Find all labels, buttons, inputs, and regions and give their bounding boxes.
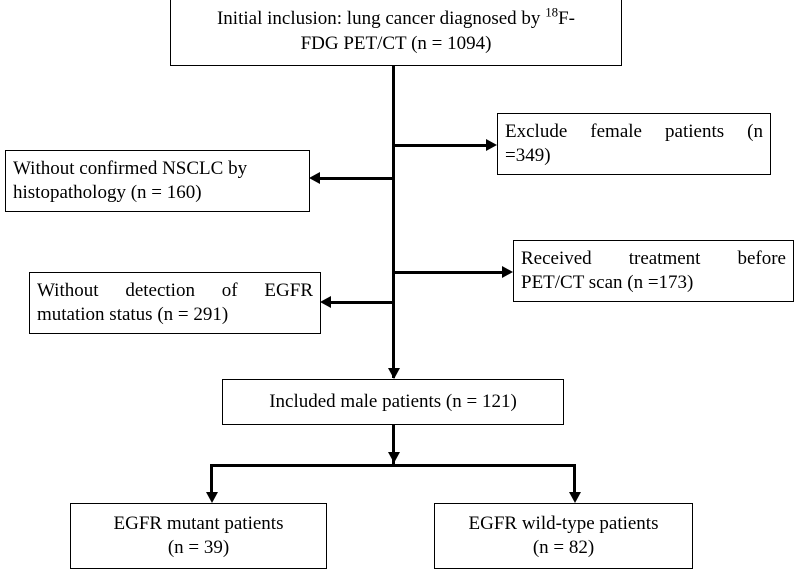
arrowhead-without-egfr-detection (320, 296, 331, 308)
arrowhead-egfr-mutant (206, 492, 218, 503)
node-included-male-line1: Included male patients (n = 121) (269, 390, 517, 412)
connector-received-treatment (392, 271, 502, 274)
trunk-vertical-main (392, 66, 395, 378)
node-received-treatment-line1: Received treatment before (521, 247, 786, 269)
node-egfr-wild-type-line1: EGFR wild-type patients (468, 512, 659, 534)
node-initial-inclusion: Initial inclusion: lung cancer diagnosed… (170, 0, 622, 66)
node-without-nsclc-line2: histopathology (n = 160) (13, 182, 202, 203)
connector-split-right-drop (573, 464, 576, 497)
node-egfr-mutant-line1: EGFR mutant patients (113, 512, 284, 534)
node-without-egfr-detection-line2: mutation status (n = 291) (37, 304, 229, 325)
connector-exclude-female (392, 144, 486, 147)
node-included-male: Included male patients (n = 121) (222, 379, 564, 425)
arrowhead-received-treatment (502, 266, 513, 278)
node-without-nsclc: Without confirmed NSCLC by histopatholog… (5, 150, 310, 212)
node-without-egfr-detection-line1: Without detection of EGFR (37, 279, 313, 301)
node-egfr-wild-type: EGFR wild-type patients (n = 82) (434, 503, 693, 569)
node-exclude-female: Exclude female patients (n =349) (497, 113, 771, 175)
node-exclude-female-line2: =349) (505, 145, 551, 166)
arrowhead-egfr-wild-type (569, 492, 581, 503)
connector-split-horizontal (210, 464, 576, 467)
arrowhead-without-nsclc (309, 172, 320, 184)
node-egfr-mutant-line2: (n = 39) (167, 537, 230, 558)
arrowhead-exclude-female (486, 139, 497, 151)
node-initial-inclusion-line1-text: Initial inclusion: lung cancer diagnosed… (216, 8, 546, 30)
node-without-nsclc-line1: Without confirmed NSCLC by (13, 157, 248, 179)
node-egfr-mutant: EGFR mutant patients (n = 39) (70, 503, 327, 569)
node-without-egfr-detection: Without detection of EGFR mutation statu… (29, 272, 321, 334)
node-exclude-female-line1: Exclude female patients (n (505, 120, 763, 142)
connector-split-left-drop (210, 464, 213, 497)
node-received-treatment: Received treatment before PET/CT scan (n… (513, 240, 794, 302)
connector-without-nsclc (320, 177, 393, 180)
node-initial-inclusion-line1: Initial inclusion: lung cancer diagnosed… (171, 4, 621, 31)
arrowhead-included-male (388, 368, 400, 379)
trunk-vertical-split (392, 425, 395, 465)
node-initial-inclusion-line2: FDG PET/CT (n = 1094) (300, 32, 492, 54)
connector-without-egfr-detection (331, 301, 393, 304)
node-initial-inclusion-line1-tail: F- (558, 8, 575, 30)
arrowhead-split-center (388, 452, 400, 463)
node-received-treatment-line2: PET/CT scan (n =173) (521, 272, 694, 293)
isotope-superscript: 18 (545, 4, 559, 20)
node-egfr-wild-type-line2: (n = 82) (532, 537, 595, 558)
